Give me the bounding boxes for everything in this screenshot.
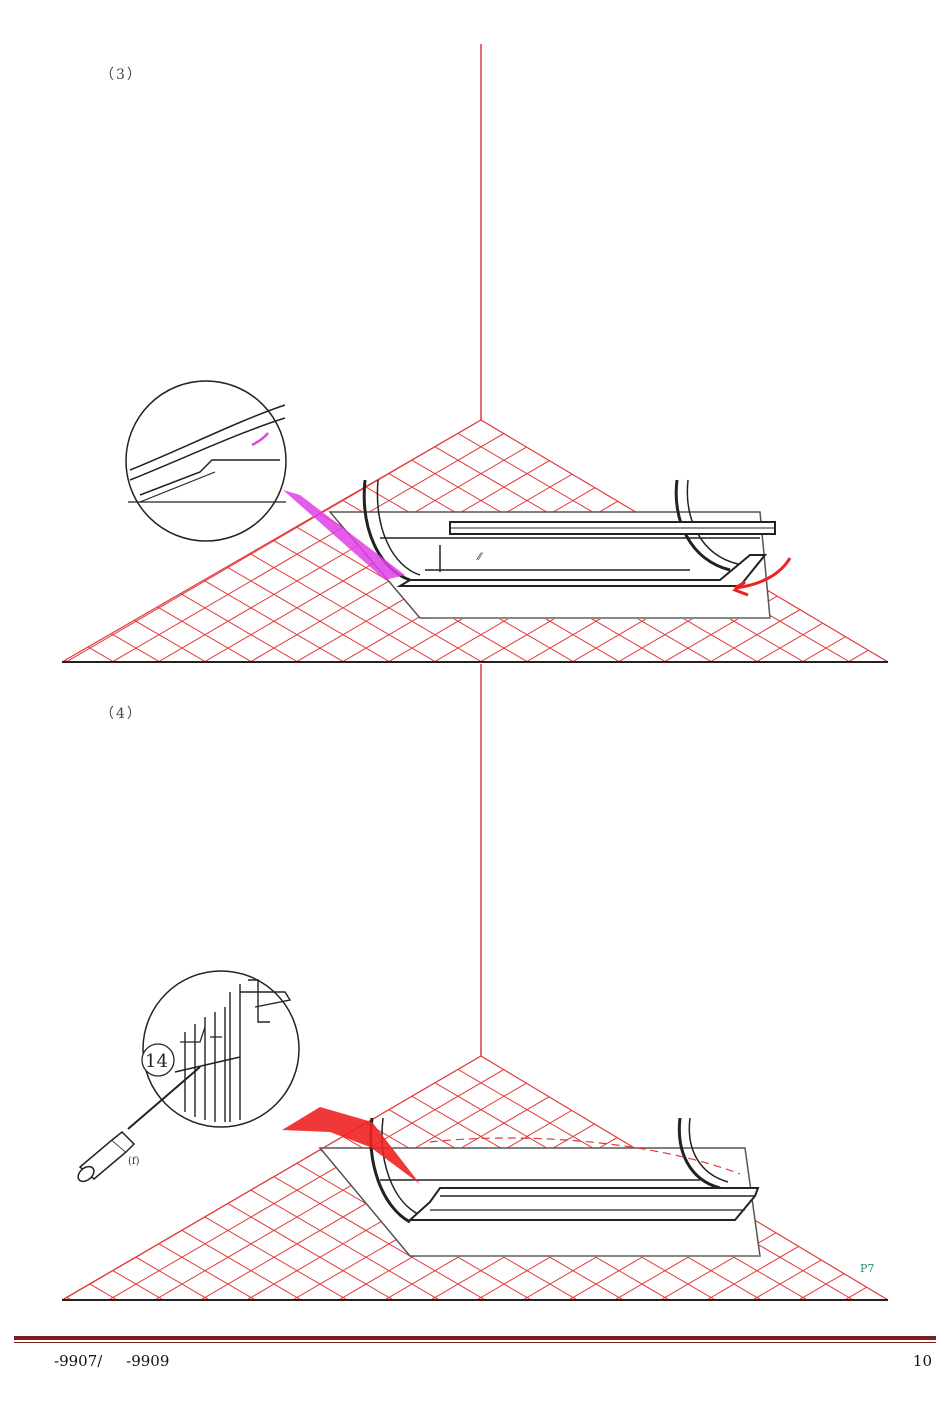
detail-inset-circle: 14 [142,971,299,1127]
footer-rule-thick [14,1336,936,1340]
step-4-illustration: 14 (f) P7 [0,662,950,1312]
footer-page-number: 10 [913,1352,932,1370]
page-mark: P7 [860,1262,874,1275]
callout-number: 14 [145,1051,168,1072]
wall-unit-assembly: ⁄⁄ [330,480,775,618]
tool-mark: (f) [128,1156,140,1167]
detail-inset-circle [126,381,286,541]
footer-model-text: -9907/ -9909 [54,1352,169,1370]
step-3-illustration: ⁄⁄ [0,40,950,670]
footer-rule-thin [14,1342,936,1343]
